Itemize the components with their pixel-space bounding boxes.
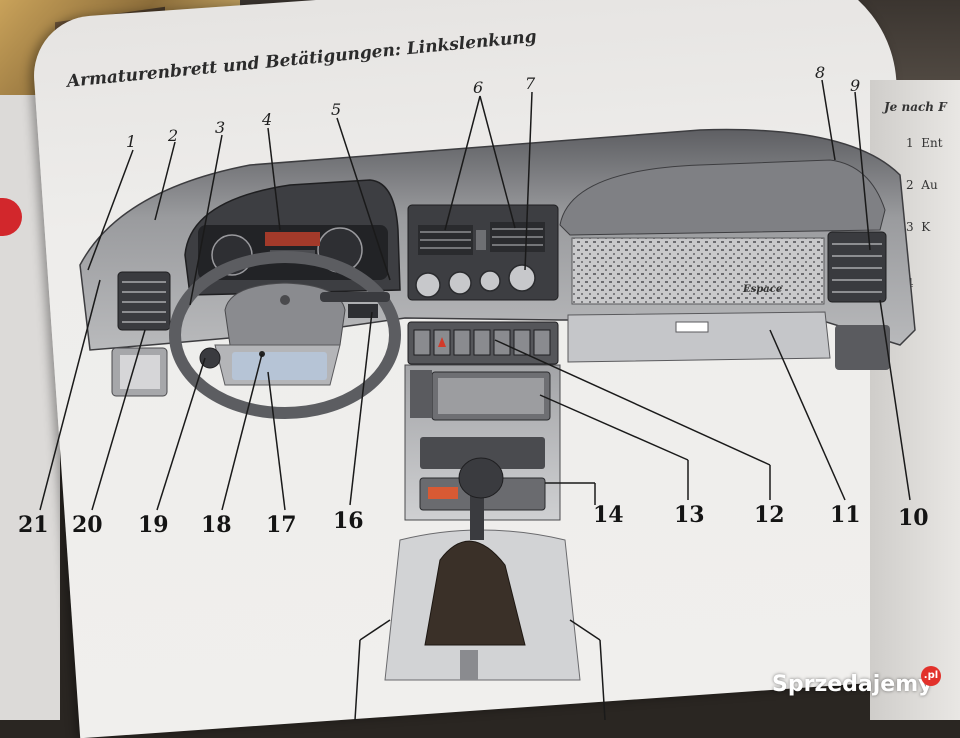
heater-knob	[448, 271, 472, 295]
side-buttons	[410, 370, 432, 418]
callout-1: 1	[126, 132, 137, 151]
callout-4: 4	[262, 110, 273, 129]
side-item: 2 Au	[906, 178, 938, 192]
callout-16: 16	[333, 508, 364, 534]
hazard-switch-icon	[438, 337, 446, 347]
lower-panel	[232, 352, 327, 380]
steering-wheel	[169, 251, 401, 419]
red-tab-mark	[0, 198, 22, 236]
callout-11: 11	[830, 502, 861, 528]
leader-lines	[39, 79, 911, 720]
glovebox	[567, 311, 831, 363]
dashboard-shelf	[559, 159, 886, 236]
callout-5: 5	[331, 100, 342, 119]
right-storage	[835, 325, 890, 370]
heater-knob	[415, 272, 441, 298]
callout-19: 19	[138, 512, 169, 538]
callout-3: 3	[215, 118, 226, 137]
dashboard-illustration	[39, 79, 916, 720]
callout-2: 2	[168, 126, 179, 145]
callout-10: 10	[898, 505, 929, 531]
side-heading: Je nach F	[884, 100, 947, 114]
gear-knob	[458, 457, 504, 499]
watermark-logo: Sprzedajemy	[772, 672, 933, 697]
glovebox-label: Espace	[743, 284, 783, 295]
gear-boot	[424, 540, 526, 646]
side-item: 1 Ent	[906, 136, 943, 150]
callout-17: 17	[266, 512, 297, 538]
heater-knob	[479, 270, 501, 292]
ignition-switch	[199, 347, 221, 369]
watermark-suffix: .pl	[921, 666, 941, 686]
callout-12: 12	[754, 502, 785, 528]
callout-21: 21	[18, 512, 49, 538]
heater-knob	[508, 264, 536, 292]
warning-lights	[265, 232, 320, 246]
callout-14: 14	[593, 502, 624, 528]
callout-18: 18	[201, 512, 232, 538]
glovebox-latch	[675, 321, 709, 333]
side-item: 3 K	[906, 220, 931, 234]
speaker-grille	[571, 237, 825, 305]
gear-stick	[470, 490, 484, 540]
callout-9: 9	[850, 76, 861, 95]
callout-20: 20	[72, 512, 103, 538]
callout-8: 8	[815, 63, 826, 82]
callout-7: 7	[525, 74, 536, 93]
wiper-stalk	[320, 292, 390, 302]
callout-13: 13	[674, 502, 705, 528]
callout-6: 6	[473, 78, 484, 97]
radio-slot	[420, 437, 545, 469]
